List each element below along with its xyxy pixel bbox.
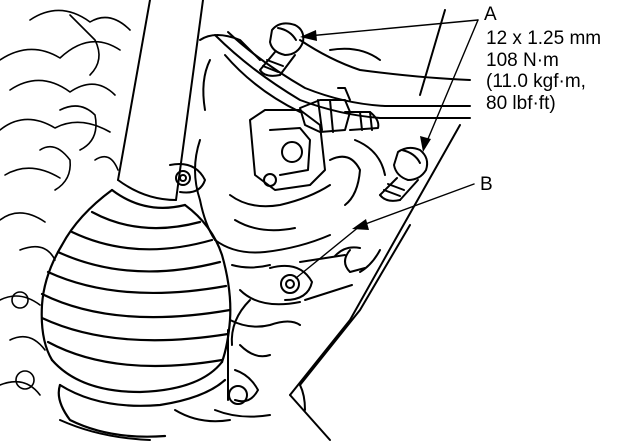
sensor-connector	[299, 87, 380, 133]
bearing-support-bracket	[231, 246, 366, 306]
cv-joint-boot	[40, 188, 232, 438]
background-structure	[0, 9, 131, 396]
callout-a-letter: A	[484, 4, 497, 25]
arrowhead-upper-bolt	[300, 30, 317, 41]
bolt-holes	[169, 163, 313, 301]
callout-leaders	[295, 19, 479, 279]
callout-arrowheads	[300, 30, 431, 230]
spec-line-torque-nm: 108 N·m	[486, 49, 559, 71]
arrowhead-bracket	[352, 219, 369, 230]
leader-a-to-upper-bolt	[307, 19, 479, 37]
callout-b-letter: B	[480, 174, 493, 195]
arrowhead-lower-bolt	[420, 136, 431, 152]
spec-line-torque-kgfm: (11.0 kgf·m,	[486, 71, 586, 92]
lower-mounting-bolt	[379, 146, 429, 202]
leader-b-to-bracket	[359, 183, 475, 227]
transmission-case-lower	[59, 299, 301, 441]
upper-mounting-bolt	[259, 22, 305, 77]
spec-line-bolt-size: 12 x 1.25 mm	[486, 28, 602, 49]
callout-a-torque-spec: 12 x 1.25 mm 108 N·m (11.0 kgf·m, 80 lbf…	[486, 28, 601, 114]
leader-b-to-bolt-hole	[295, 225, 361, 279]
driveshaft	[117, 0, 204, 201]
leader-a-to-lower-bolt	[424, 19, 479, 147]
bearing-support-housing	[194, 34, 386, 254]
hoses	[214, 31, 471, 119]
spec-line-torque-lbfft: 80 lbf·ft)	[486, 92, 556, 114]
housing-plate	[289, 9, 461, 441]
